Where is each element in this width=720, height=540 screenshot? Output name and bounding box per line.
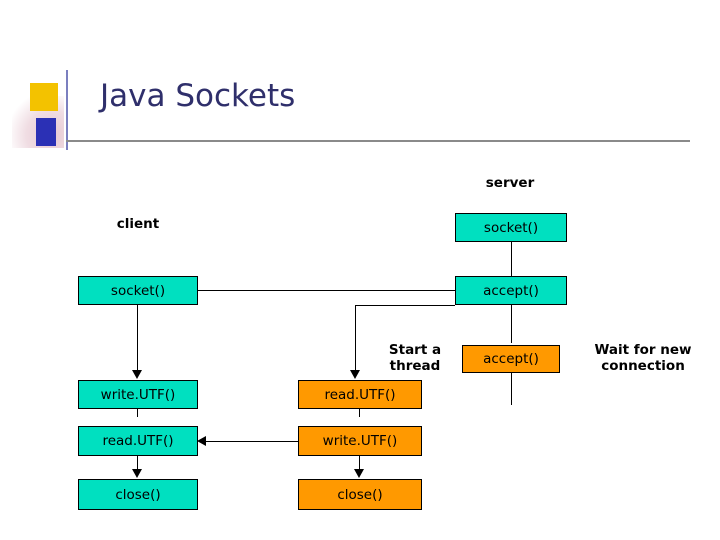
connector-accept-to-thread-horizontal: [355, 305, 455, 306]
arrowhead-thread-write-to-close: [354, 469, 364, 478]
loop-box-accept[interactable]: accept(): [462, 345, 560, 373]
arrowhead-accept-to-thread: [350, 370, 360, 379]
client-box-close[interactable]: close(): [78, 479, 198, 510]
connector-accept-to-thread-vertical: [355, 305, 356, 371]
connector-client-write-to-read: [137, 409, 138, 417]
connector-loop-accept-down: [511, 373, 512, 405]
connector-client-socket-to-write: [137, 305, 138, 371]
wait-for-new-connection-label: Wait for new connection: [594, 342, 692, 375]
arrowhead-client-socket-to-write: [132, 370, 142, 379]
server-box-accept[interactable]: accept(): [455, 276, 567, 305]
client-heading: client: [116, 216, 160, 232]
connector-thread-write-to-close: [359, 456, 360, 470]
page-title: Java Sockets: [100, 78, 296, 114]
connector-server-socket-to-accept: [511, 242, 512, 276]
title-decoration-yellow-square: [30, 83, 58, 111]
arrowhead-thread-write-to-client-read: [197, 436, 206, 446]
arrowhead-client-read-to-close: [132, 469, 142, 478]
client-box-socket[interactable]: socket(): [78, 276, 198, 305]
thread-box-write-utf[interactable]: write.UTF(): [298, 426, 422, 456]
connector-server-accept-to-loop-accept: [511, 305, 512, 343]
server-heading: server: [485, 175, 535, 191]
client-box-write-utf[interactable]: write.UTF(): [78, 380, 198, 409]
title-decoration-vertical-rule: [66, 70, 68, 150]
title-decoration-blue-square: [36, 118, 56, 146]
title-underline-rule: [66, 140, 690, 142]
start-a-thread-label: Start a thread: [388, 342, 442, 375]
server-box-socket[interactable]: socket(): [455, 213, 567, 242]
client-box-read-utf[interactable]: read.UTF(): [78, 426, 198, 456]
connector-client-socket-to-server-accept: [198, 290, 455, 291]
thread-box-close[interactable]: close(): [298, 479, 422, 510]
connector-thread-read-to-write: [359, 409, 360, 417]
connector-thread-write-to-client-read: [205, 441, 298, 442]
connector-client-read-to-close: [137, 456, 138, 470]
thread-box-read-utf[interactable]: read.UTF(): [298, 380, 422, 409]
